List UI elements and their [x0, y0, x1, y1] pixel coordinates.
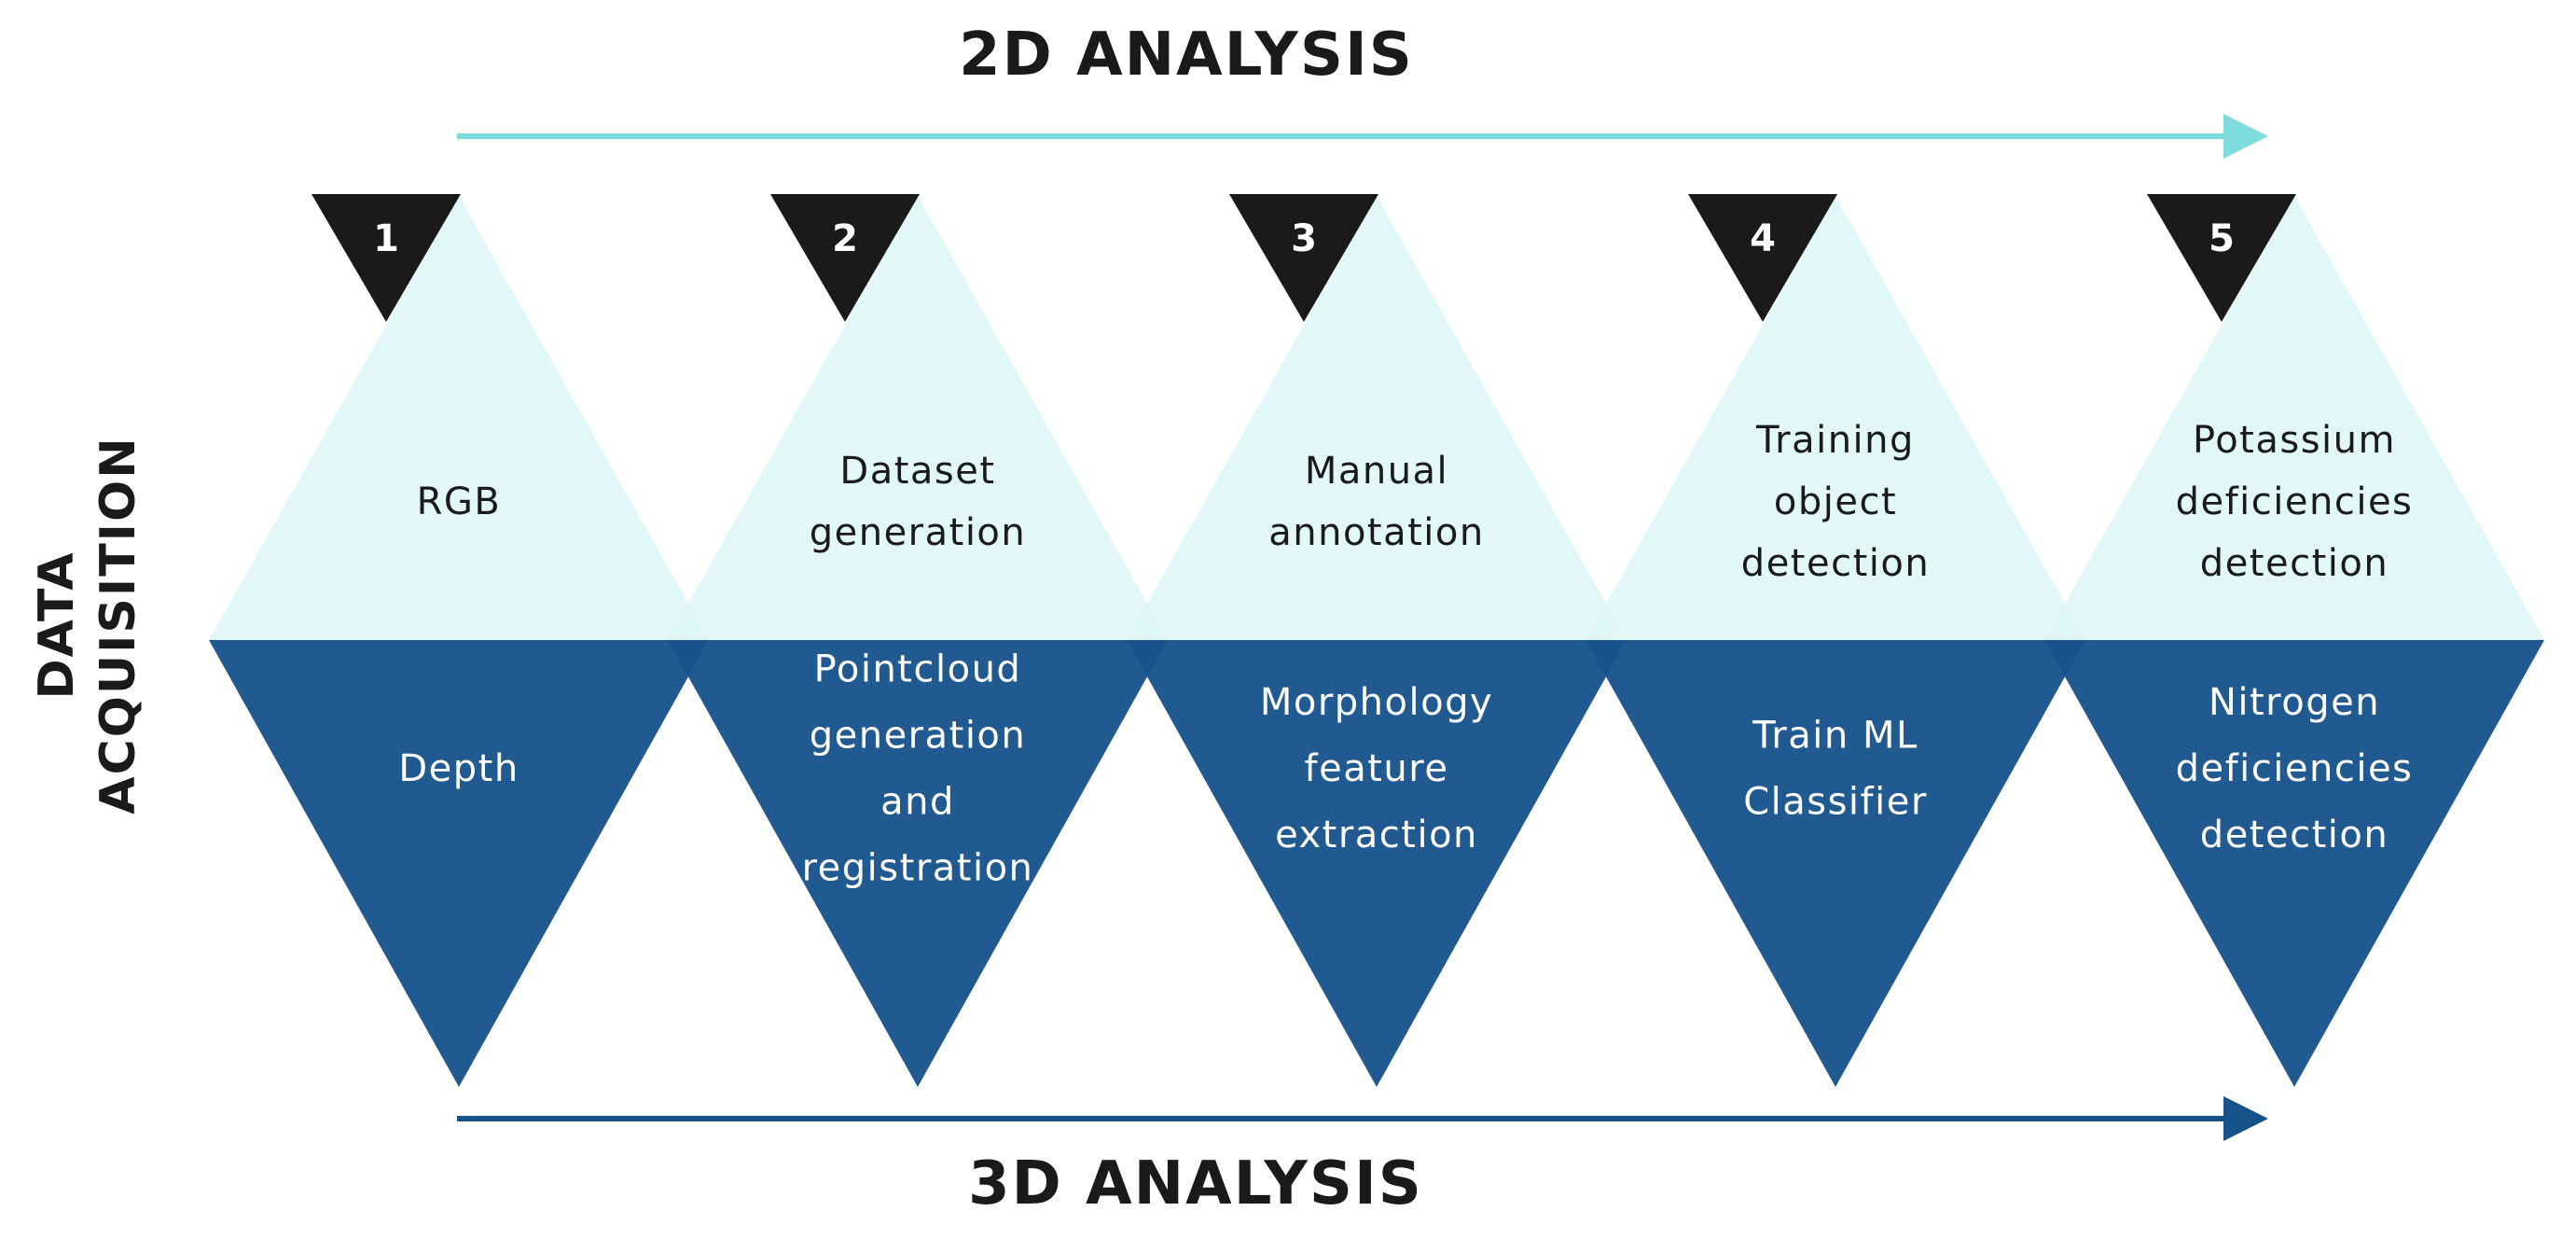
light-triangle-step-3	[1127, 196, 1627, 640]
dark-label-line: Train ML	[1752, 715, 1918, 758]
light-label-line: detection	[2200, 542, 2389, 585]
side-label-line-1: DATA	[29, 550, 85, 700]
light-label-line: object	[1774, 480, 1897, 523]
dark-label-line: Classifier	[1743, 781, 1928, 824]
dark-label-line: extraction	[1275, 814, 1478, 856]
light-triangle-step-4	[1586, 196, 2085, 640]
light-triangle-step-2	[668, 196, 1168, 640]
light-label-line: RGB	[417, 480, 502, 523]
light-label-line: Manual	[1305, 450, 1448, 493]
step-number: 3	[1291, 217, 1317, 260]
dark-triangle-step-1	[209, 640, 709, 1087]
step-badge-1	[312, 194, 461, 322]
dark-label-line: Morphology	[1260, 681, 1493, 724]
dark-triangle-step-4	[1586, 640, 2085, 1087]
step-number: 4	[1750, 217, 1776, 260]
step-number: 2	[832, 217, 858, 260]
heading-3d-analysis-text: 3D ANALYSIS	[968, 1149, 1423, 1218]
light-label-line: Dataset	[839, 450, 995, 493]
light-triangle-step-5	[2044, 196, 2544, 640]
light-triangles	[209, 196, 2544, 640]
dark-triangles	[209, 640, 2544, 1087]
step-badge-5	[2147, 194, 2296, 322]
step-badge-4	[1688, 194, 1837, 322]
side-label-data-acquisition: DATA ACQUISITION	[29, 411, 146, 840]
dark-triangle-step-2	[668, 640, 1168, 1087]
dark-triangle-step-5	[2044, 640, 2544, 1087]
light-label-line: Potassium	[2193, 419, 2396, 462]
dark-label-line: Depth	[398, 747, 519, 790]
side-label-line-2: ACQUISITION	[90, 436, 146, 814]
step-labels: RGBDepthDatasetgenerationPointcloudgener…	[398, 419, 2414, 890]
light-label-line: annotation	[1268, 511, 1485, 554]
dark-label-line: Pointcloud	[814, 648, 1022, 691]
step-badge-2	[770, 194, 920, 322]
light-label-line: deficiencies	[2176, 480, 2414, 523]
dark-triangle-step-3	[1127, 640, 1627, 1087]
step-number: 1	[373, 217, 399, 260]
step-number: 5	[2209, 217, 2235, 260]
light-triangle-step-1	[209, 196, 709, 640]
step-badge-3	[1229, 194, 1378, 322]
dark-label-line: Nitrogen	[2209, 681, 2380, 724]
dark-label-line: detection	[2200, 814, 2389, 856]
light-label-line: generation	[810, 511, 1027, 554]
dark-label-line: deficiencies	[2176, 747, 2414, 790]
dark-label-line: registration	[802, 847, 1034, 890]
step-badges: 1 2 3 4 5	[312, 194, 2296, 322]
dark-label-line: and	[880, 781, 955, 824]
light-label-line: Training	[1755, 419, 1915, 462]
dark-label-line: feature	[1305, 747, 1449, 790]
heading-2d-analysis-text: 2D ANALYSIS	[959, 21, 1414, 90]
dark-label-line: generation	[810, 715, 1027, 758]
light-label-line: detection	[1741, 542, 1930, 585]
